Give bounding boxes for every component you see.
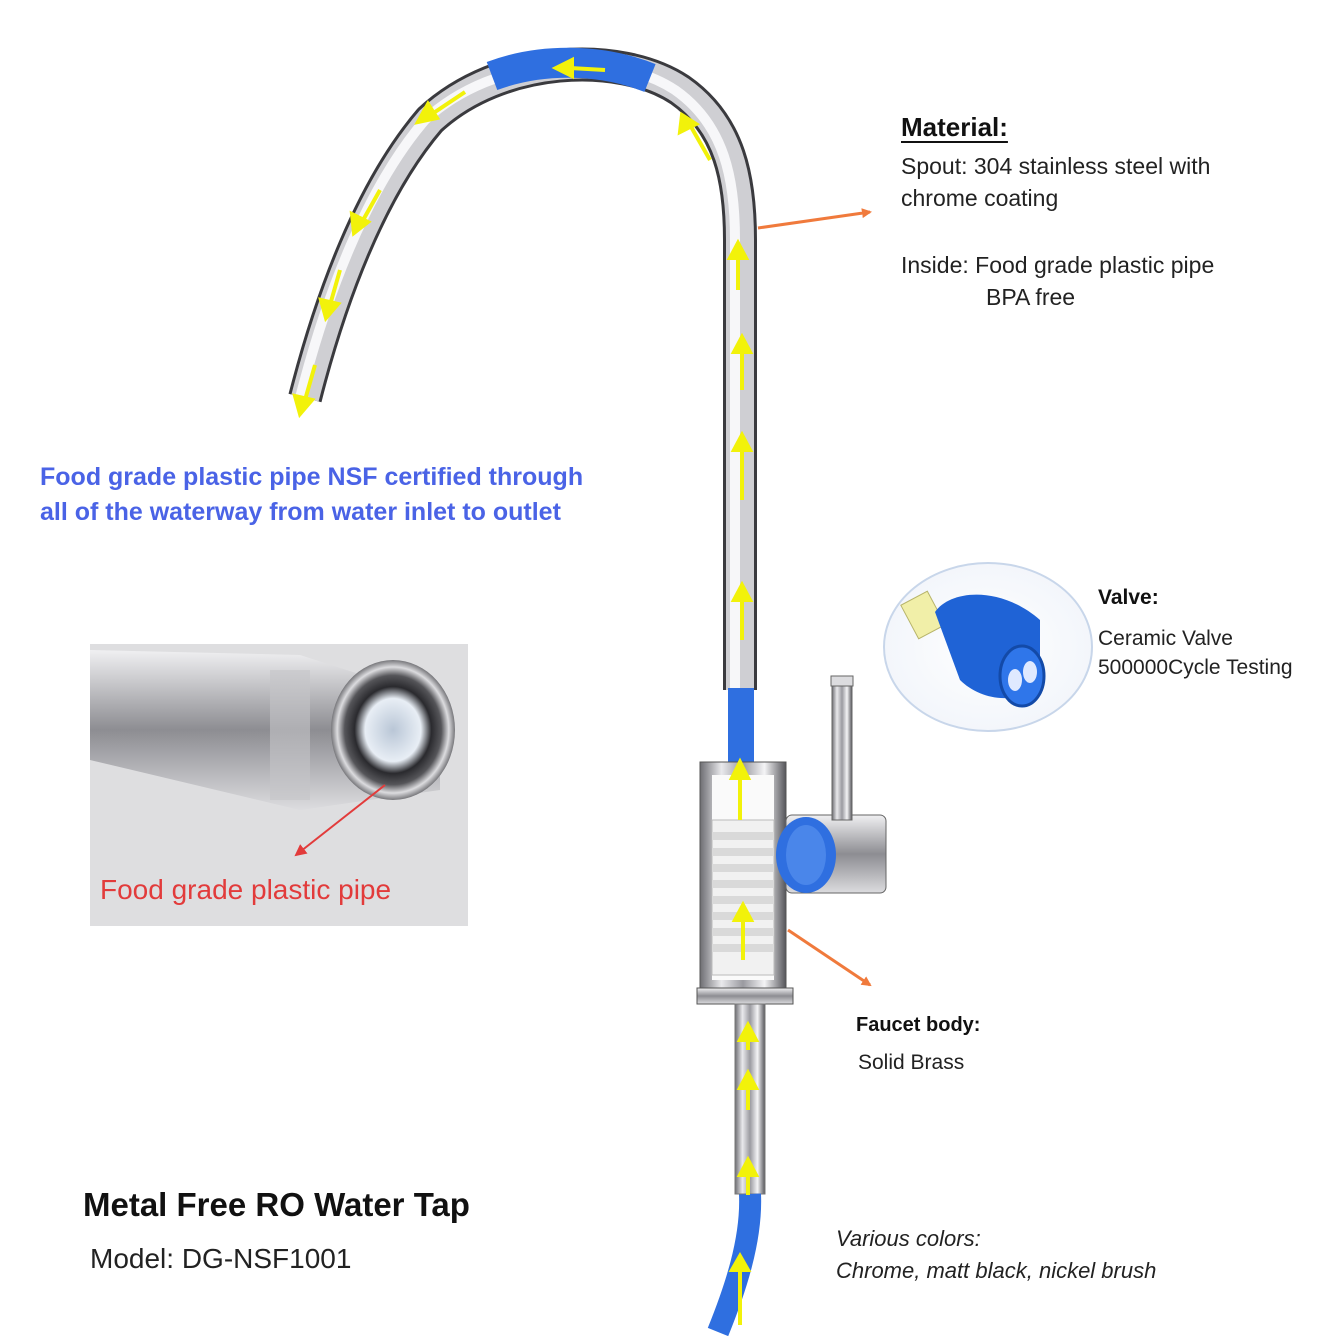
material-title: Material: (901, 112, 1008, 142)
pipe-end-photo (90, 644, 468, 926)
valve-line-1: Ceramic Valve (1098, 627, 1233, 650)
inner-pipe-section (728, 688, 754, 768)
nsf-note-line-2: all of the waterway from water inlet to … (40, 498, 561, 526)
inside-line-1: Inside: Food grade plastic pipe (901, 252, 1215, 278)
spout-line-1: Spout: 304 stainless steel with (901, 153, 1211, 179)
body-callout-arrow (787, 928, 872, 987)
faucet-body-material: Solid Brass (858, 1051, 965, 1074)
spout-line-2: chrome coating (901, 185, 1059, 211)
product-title: Metal Free RO Water Tap (83, 1186, 470, 1223)
inside-line-2: BPA free (986, 284, 1076, 310)
colors-title: Various colors: (836, 1226, 981, 1251)
product-model: Model: DG-NSF1001 (90, 1243, 352, 1274)
faucet-body-title: Faucet body: (856, 1014, 981, 1036)
spout (288, 47, 757, 768)
valve-closeup (883, 562, 1093, 732)
valve-title: Valve: (1098, 586, 1159, 609)
faucet-body (696, 675, 887, 1005)
colors-list: Chrome, matt black, nickel brush (836, 1258, 1157, 1283)
nsf-note: Food grade plastic pipe NSF certified th… (40, 460, 680, 530)
material-callout-arrow (757, 208, 872, 230)
valve-line-2: 500000Cycle Testing (1098, 656, 1293, 679)
nsf-note-line-1: Food grade plastic pipe NSF certified th… (40, 463, 584, 491)
photo-callout-arrow (294, 784, 386, 857)
photo-caption: Food grade plastic pipe (100, 874, 392, 905)
water-flow-arrows (292, 56, 760, 1325)
